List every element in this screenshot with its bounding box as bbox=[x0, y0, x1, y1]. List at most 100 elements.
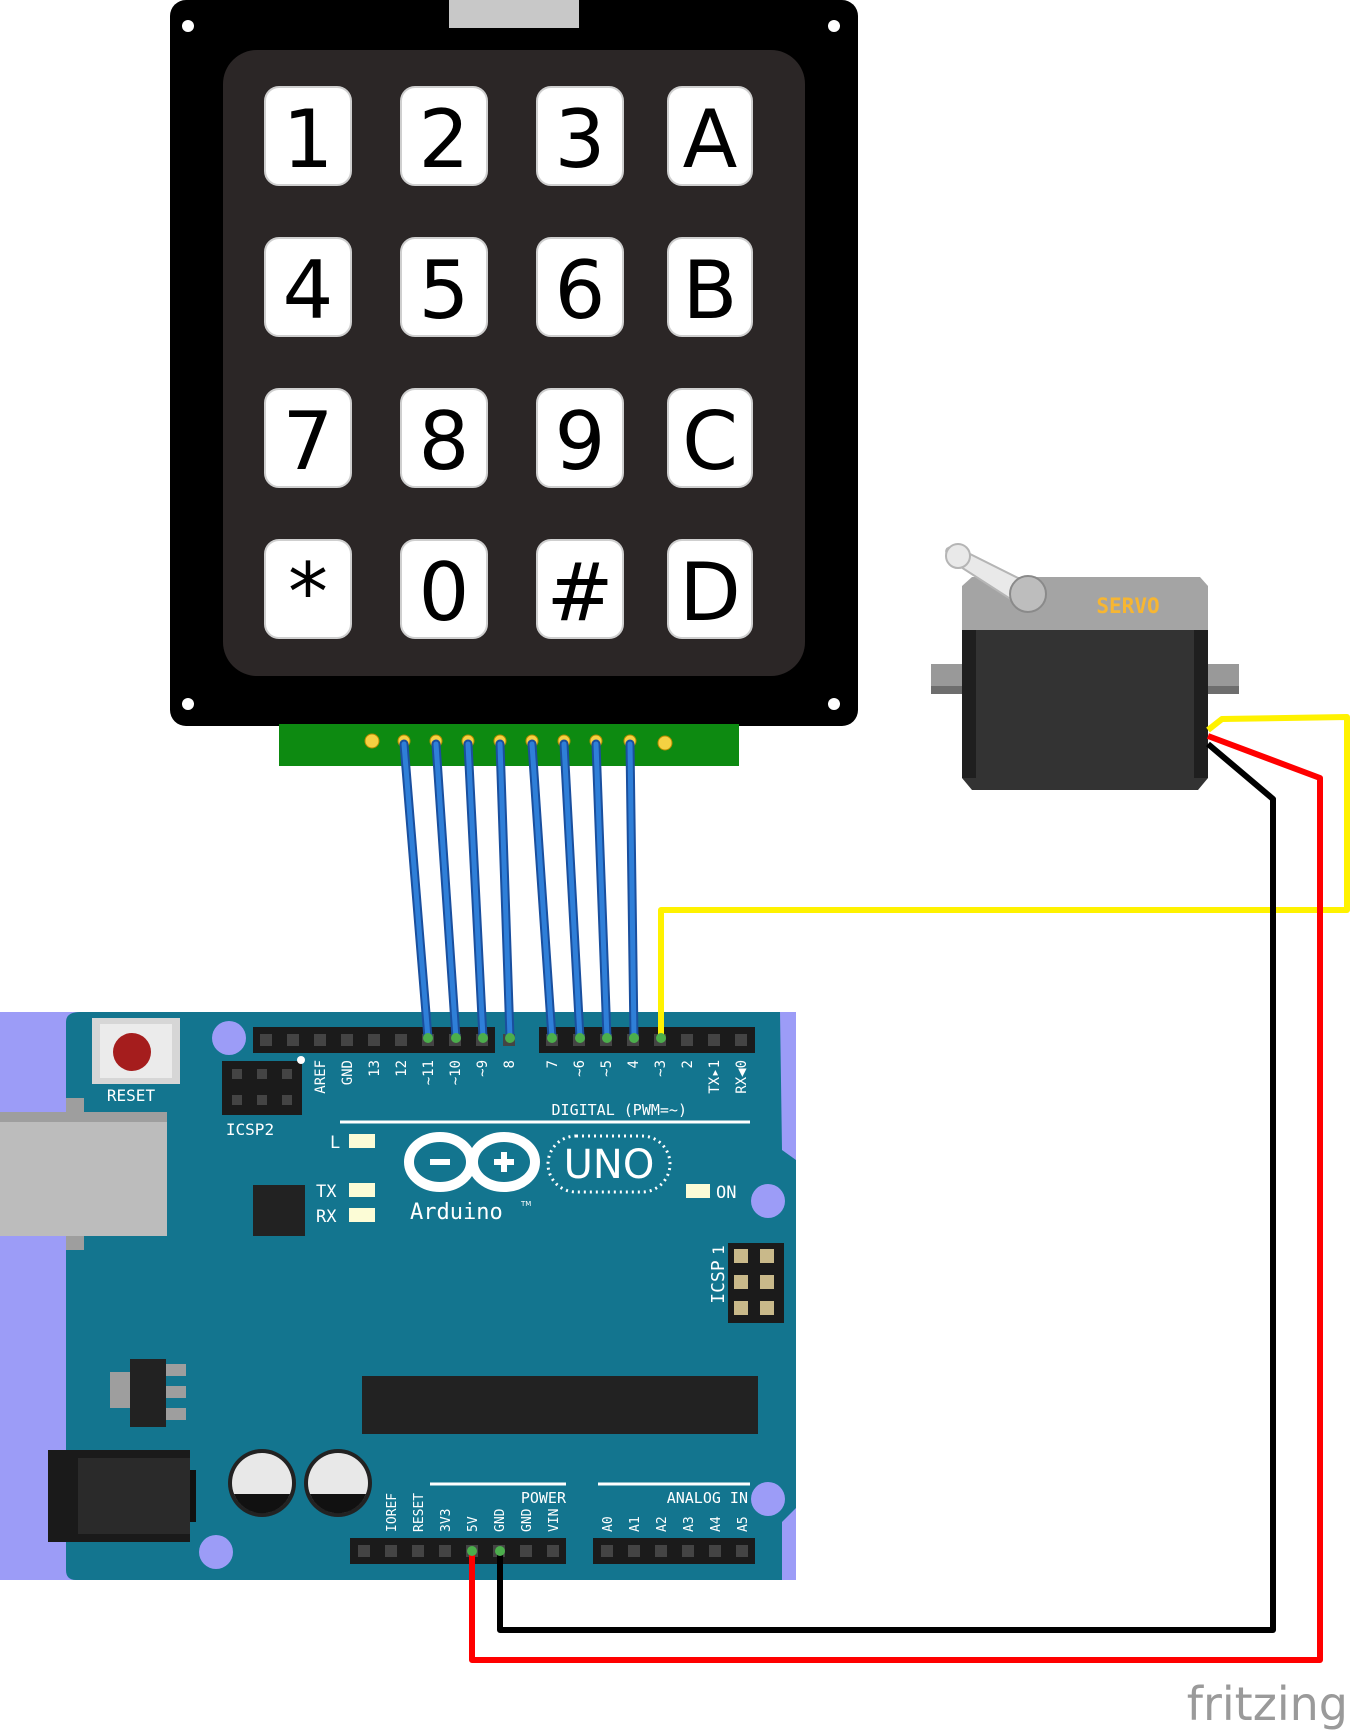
key-15[interactable] bbox=[667, 539, 753, 639]
digital-pin-label: 2 bbox=[680, 1060, 696, 1068]
key-label: 9 bbox=[555, 395, 606, 488]
key-4[interactable] bbox=[264, 237, 352, 337]
uno-badge bbox=[546, 1134, 672, 1194]
key-10[interactable] bbox=[536, 388, 624, 488]
wire-end bbox=[478, 1033, 488, 1043]
keypad-wire bbox=[433, 741, 459, 1041]
digital-pin-label: ~9 bbox=[475, 1060, 491, 1077]
usb-chip bbox=[253, 1185, 305, 1236]
header-pin bbox=[287, 1034, 299, 1046]
key-label: 4 bbox=[283, 244, 334, 337]
reset-label: RESET bbox=[107, 1086, 156, 1105]
servo-label: SERVO bbox=[1096, 594, 1159, 618]
wire-end bbox=[467, 1546, 477, 1556]
key-9[interactable] bbox=[400, 388, 488, 488]
key-label: D bbox=[679, 546, 741, 639]
icsp2-pin bbox=[232, 1095, 242, 1105]
analog-header bbox=[593, 1538, 755, 1564]
icsp-pin bbox=[760, 1275, 774, 1289]
analog-pin-label: A1 bbox=[628, 1516, 643, 1532]
atmega-chip bbox=[362, 1376, 758, 1434]
digital-pin-label: ~5 bbox=[599, 1060, 615, 1077]
key-8[interactable] bbox=[264, 388, 352, 488]
keypad-wire bbox=[401, 741, 431, 1041]
regulator-body bbox=[130, 1359, 166, 1427]
keypad-hole-bl bbox=[182, 698, 194, 710]
key-7[interactable] bbox=[667, 237, 753, 337]
icsp2-pin bbox=[282, 1069, 292, 1079]
header-pin bbox=[655, 1545, 667, 1557]
power-pin-label: VIN bbox=[547, 1509, 562, 1532]
keypad-hole-tl bbox=[182, 20, 194, 32]
digital-pin-label: ~11 bbox=[421, 1060, 437, 1085]
icsp-pin bbox=[734, 1301, 748, 1315]
key-6[interactable] bbox=[536, 237, 624, 337]
bottom-header-pins bbox=[358, 1545, 748, 1557]
key-label: B bbox=[683, 244, 738, 337]
icsp2-pin bbox=[282, 1095, 292, 1105]
keypad-tab bbox=[449, 0, 579, 28]
header-pin bbox=[385, 1545, 397, 1557]
led-l-label: L bbox=[330, 1133, 340, 1153]
analog-pin-label: A0 bbox=[601, 1516, 616, 1532]
digital-pin-label: 7 bbox=[545, 1060, 561, 1068]
header-pin bbox=[709, 1545, 721, 1557]
icsp2-marker bbox=[297, 1056, 305, 1064]
header-pin bbox=[547, 1545, 559, 1557]
mount-hole-3 bbox=[751, 1482, 785, 1516]
led-tx bbox=[349, 1183, 375, 1197]
key-label: 1 bbox=[283, 93, 334, 186]
wire-end bbox=[495, 1546, 505, 1556]
wire-end bbox=[575, 1033, 585, 1043]
servo-body-side-left bbox=[962, 630, 976, 778]
key-13[interactable] bbox=[400, 539, 488, 639]
key-label: C bbox=[682, 395, 738, 488]
usb-port-tab-bottom bbox=[66, 1236, 84, 1250]
pcb-mount-right bbox=[657, 735, 673, 751]
keypad-hole-br bbox=[828, 698, 840, 710]
regulator-tab bbox=[110, 1372, 132, 1408]
mount-hole-2 bbox=[751, 1184, 785, 1218]
icsp-header bbox=[728, 1243, 784, 1323]
key-3[interactable] bbox=[667, 86, 753, 186]
key-1[interactable] bbox=[400, 86, 488, 186]
header-pin bbox=[736, 1545, 748, 1557]
key-12[interactable] bbox=[264, 539, 352, 639]
key-11[interactable] bbox=[667, 388, 753, 488]
header-pin bbox=[368, 1034, 380, 1046]
wire-end bbox=[629, 1033, 639, 1043]
header-pin bbox=[260, 1034, 272, 1046]
keypad-wires bbox=[399, 739, 666, 1556]
key-5[interactable] bbox=[400, 237, 488, 337]
led-on-label: ON bbox=[716, 1183, 736, 1203]
key-14[interactable] bbox=[536, 539, 624, 639]
digital-header-2 bbox=[539, 1027, 755, 1053]
regulator-leg-2 bbox=[166, 1386, 186, 1398]
wire-servo-signal bbox=[658, 714, 1350, 1040]
wire-end bbox=[505, 1033, 515, 1043]
led-tx-label: TX bbox=[316, 1182, 337, 1202]
analog-pin-label: A3 bbox=[682, 1516, 697, 1532]
header-pin bbox=[520, 1545, 532, 1557]
wire-end bbox=[602, 1033, 612, 1043]
analog-label: ANALOG IN bbox=[667, 1489, 748, 1507]
digital-pin-label: 13 bbox=[367, 1060, 383, 1077]
capacitor-2 bbox=[304, 1449, 372, 1517]
key-label: 7 bbox=[283, 395, 334, 488]
wire-end bbox=[423, 1033, 433, 1043]
header-pin bbox=[681, 1034, 693, 1046]
header-pin bbox=[395, 1034, 407, 1046]
power-pin-label: RESET bbox=[412, 1493, 427, 1532]
key-2[interactable] bbox=[536, 86, 624, 186]
digital-pin-label: ~10 bbox=[448, 1060, 464, 1085]
header-pin bbox=[601, 1545, 613, 1557]
header-pin bbox=[314, 1034, 326, 1046]
icsp2-header bbox=[222, 1056, 305, 1115]
key-0[interactable] bbox=[264, 86, 352, 186]
header-pin bbox=[682, 1545, 694, 1557]
keypad-wire bbox=[465, 741, 486, 1041]
